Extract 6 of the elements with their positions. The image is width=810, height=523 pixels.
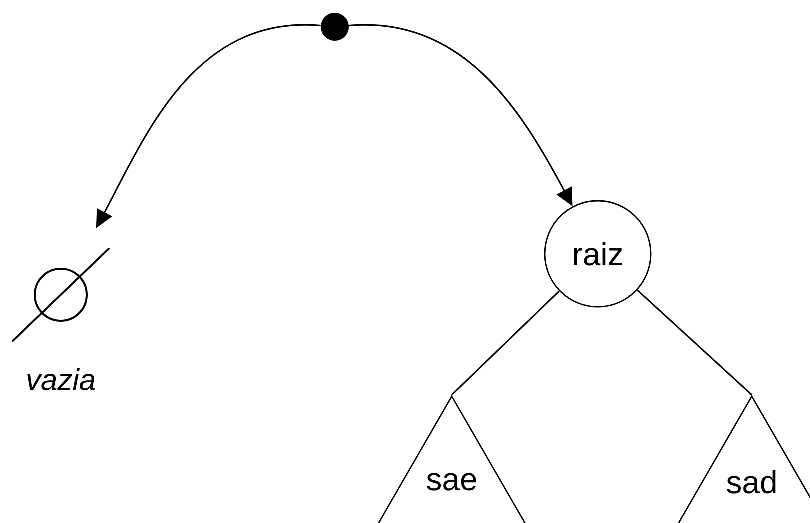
start-dot	[321, 13, 349, 41]
connector-line	[637, 290, 753, 396]
empty-set-symbol	[12, 248, 110, 342]
connector-line	[451, 290, 560, 396]
root-node: raiz	[544, 200, 652, 308]
caption-text: vazia	[28, 368, 95, 391]
